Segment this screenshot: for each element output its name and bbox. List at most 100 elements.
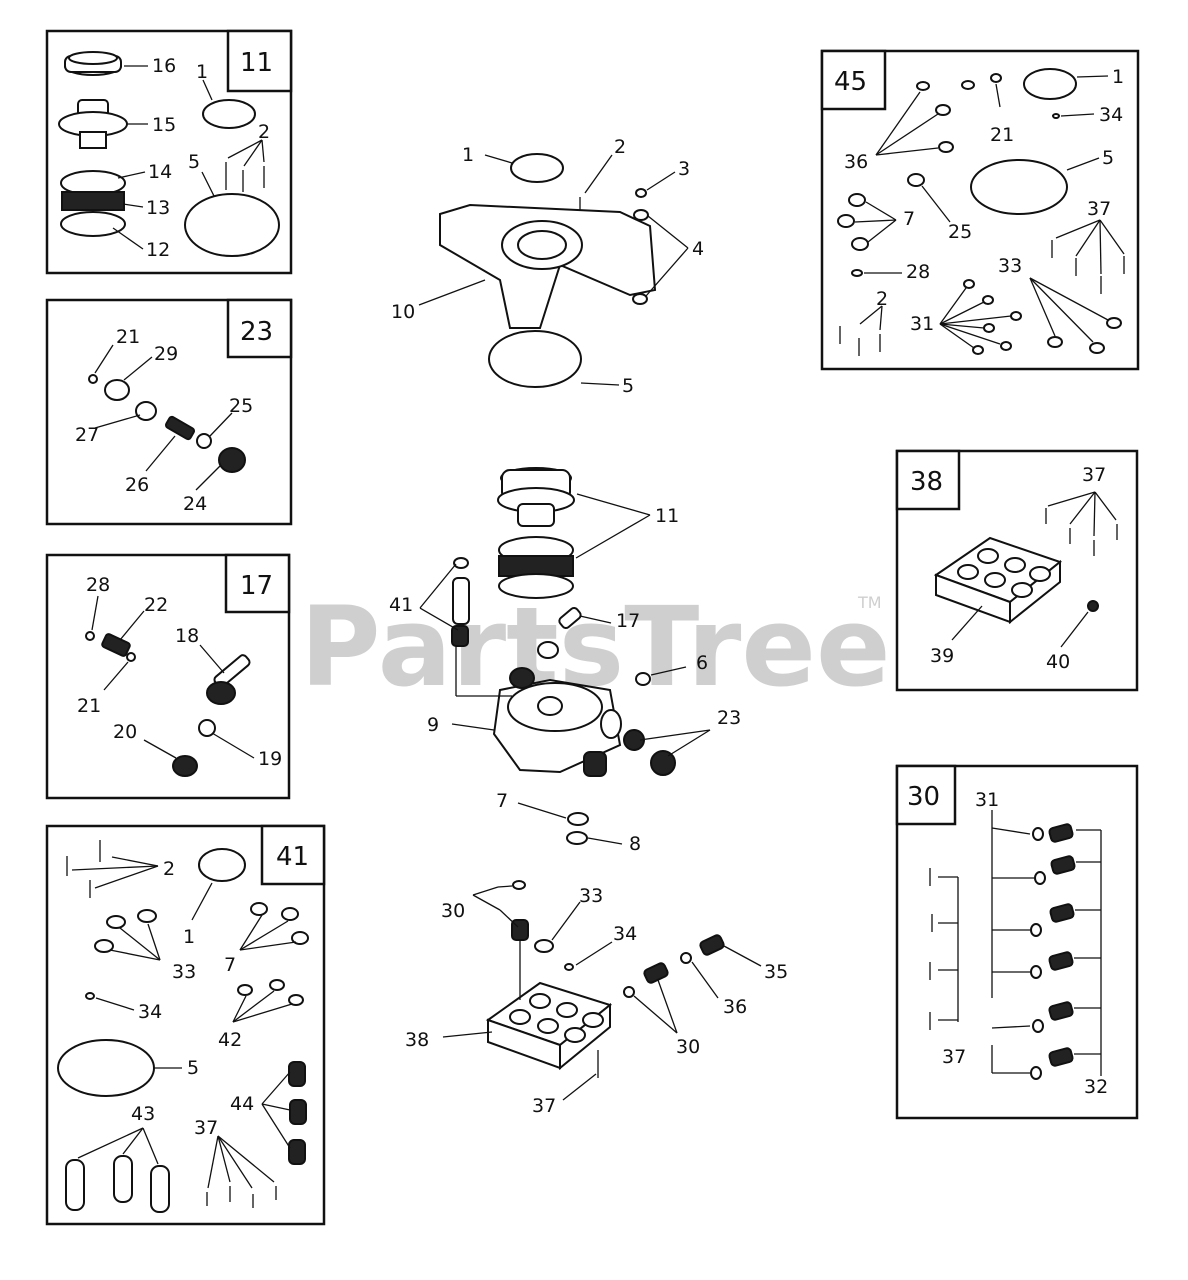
kit-17-number: 17 bbox=[240, 571, 273, 601]
callout-37d: 37 bbox=[942, 1046, 966, 1068]
kit-45-parts bbox=[837, 68, 1125, 356]
callout-34: 34 bbox=[138, 1001, 162, 1023]
callout-14: 14 bbox=[148, 161, 172, 183]
kit-38-number: 38 bbox=[910, 467, 943, 497]
callout-c8: 8 bbox=[629, 833, 641, 855]
callout-32: 32 bbox=[1084, 1076, 1108, 1098]
callout-1: 1 bbox=[196, 61, 208, 83]
callout-16: 16 bbox=[152, 55, 176, 77]
callout-c30: 30 bbox=[441, 900, 465, 922]
kit-45-number: 45 bbox=[834, 67, 867, 97]
callout-37b: 37 bbox=[1087, 198, 1111, 220]
callout-7b: 7 bbox=[903, 208, 915, 230]
callout-19: 19 bbox=[258, 748, 282, 770]
callout-21c: 21 bbox=[990, 124, 1014, 146]
callout-c35: 35 bbox=[764, 961, 788, 983]
kit-38-parts bbox=[933, 508, 1118, 625]
kit-30-number: 30 bbox=[907, 782, 940, 812]
callout-33b: 33 bbox=[998, 255, 1022, 277]
callout-c2: 2 bbox=[614, 136, 626, 158]
callout-25b: 25 bbox=[948, 221, 972, 243]
kit-17-leaders bbox=[91, 595, 255, 759]
center-assembly: 1 2 3 4 10 5 11 41 17 6 9 23 7 8 30 33 3… bbox=[389, 136, 788, 1117]
callout-25: 25 bbox=[229, 395, 253, 417]
kit-17-parts bbox=[85, 631, 251, 777]
kit-11-labels: 16 15 14 13 12 1 2 5 bbox=[146, 55, 270, 261]
callout-c6: 6 bbox=[696, 652, 708, 674]
callout-c41: 41 bbox=[389, 594, 413, 616]
callout-5c: 5 bbox=[1102, 147, 1114, 169]
callout-c7: 7 bbox=[496, 790, 508, 812]
callout-5b: 5 bbox=[187, 1057, 199, 1079]
callout-36: 36 bbox=[844, 151, 868, 173]
kit-11-number: 11 bbox=[240, 48, 273, 78]
center-labels: 1 2 3 4 10 5 11 41 17 6 9 23 7 8 30 33 3… bbox=[389, 136, 788, 1117]
callout-2: 2 bbox=[258, 121, 270, 143]
kit-41-panel: 41 2 1 33 7 bbox=[45, 824, 326, 1226]
callout-12: 12 bbox=[146, 239, 170, 261]
callout-39: 39 bbox=[930, 645, 954, 667]
callout-29: 29 bbox=[154, 343, 178, 365]
callout-15: 15 bbox=[152, 114, 176, 136]
callout-c23: 23 bbox=[717, 707, 741, 729]
callout-18: 18 bbox=[175, 625, 199, 647]
callout-22: 22 bbox=[144, 594, 168, 616]
center-leaders bbox=[418, 154, 762, 1101]
kit-23-parts bbox=[88, 374, 246, 473]
callout-24: 24 bbox=[183, 493, 207, 515]
kit-38-panel: 38 37 39 40 bbox=[895, 449, 1139, 692]
callout-5: 5 bbox=[188, 151, 200, 173]
kit-17-labels: 28 22 21 18 20 19 bbox=[77, 574, 282, 770]
kit-41-number: 41 bbox=[276, 842, 309, 872]
callout-c38: 38 bbox=[405, 1029, 429, 1051]
kit-45-labels: 1 21 34 36 5 7 25 37 28 33 2 31 bbox=[844, 66, 1124, 335]
callout-c11: 11 bbox=[655, 505, 679, 527]
callout-1c: 1 bbox=[1112, 66, 1124, 88]
callout-c4: 4 bbox=[692, 238, 704, 260]
kit-30-leaders bbox=[938, 810, 1102, 1076]
callout-42: 42 bbox=[218, 1029, 242, 1051]
callout-13: 13 bbox=[146, 197, 170, 219]
watermark-trademark: TM bbox=[857, 593, 882, 612]
kit-23-panel: 23 21 29 27 26 25 24 bbox=[45, 298, 293, 526]
callout-c36: 36 bbox=[723, 996, 747, 1018]
kit-11-leaders bbox=[112, 65, 265, 250]
kit-41-leaders bbox=[71, 856, 297, 1189]
callout-2c: 2 bbox=[876, 288, 888, 310]
callout-c5: 5 bbox=[622, 375, 634, 397]
callout-34b: 34 bbox=[1099, 104, 1123, 126]
callout-c37: 37 bbox=[532, 1095, 556, 1117]
callout-c34: 34 bbox=[613, 923, 637, 945]
kit-41-parts bbox=[57, 840, 309, 1213]
callout-31b: 31 bbox=[975, 789, 999, 811]
callout-40: 40 bbox=[1046, 651, 1070, 673]
kit-38-leaders bbox=[951, 491, 1117, 648]
callout-28: 28 bbox=[86, 574, 110, 596]
callout-27: 27 bbox=[75, 424, 99, 446]
callout-1b: 1 bbox=[183, 926, 195, 948]
callout-c17: 17 bbox=[616, 610, 640, 632]
kit-41-labels: 2 1 33 7 34 42 5 43 44 37 bbox=[131, 858, 254, 1139]
kit-17-panel: 17 28 22 21 18 20 19 bbox=[45, 553, 291, 800]
kit-30-panel: 30 31 37 32 bbox=[895, 764, 1139, 1120]
kit-23-leaders bbox=[94, 344, 233, 491]
kit-30-labels: 31 37 32 bbox=[942, 789, 1108, 1098]
callout-c3: 3 bbox=[678, 158, 690, 180]
callout-37c: 37 bbox=[1082, 464, 1106, 486]
callout-c9: 9 bbox=[427, 714, 439, 736]
callout-2b: 2 bbox=[163, 858, 175, 880]
callout-c10: 10 bbox=[391, 301, 415, 323]
callout-c30b: 30 bbox=[676, 1036, 700, 1058]
kit-11-panel: 11 16 15 14 13 12 1 2 5 bbox=[45, 29, 293, 275]
callout-c33: 33 bbox=[579, 885, 603, 907]
kit-45-panel: 45 bbox=[820, 49, 1140, 371]
callout-c1: 1 bbox=[462, 144, 474, 166]
callout-7: 7 bbox=[224, 954, 236, 976]
callout-26: 26 bbox=[125, 474, 149, 496]
callout-33: 33 bbox=[172, 961, 196, 983]
kit-11-parts bbox=[58, 51, 280, 257]
kit-38-labels: 37 39 40 bbox=[930, 464, 1106, 673]
callout-37: 37 bbox=[194, 1117, 218, 1139]
kit-23-labels: 21 29 27 26 25 24 bbox=[75, 326, 253, 515]
